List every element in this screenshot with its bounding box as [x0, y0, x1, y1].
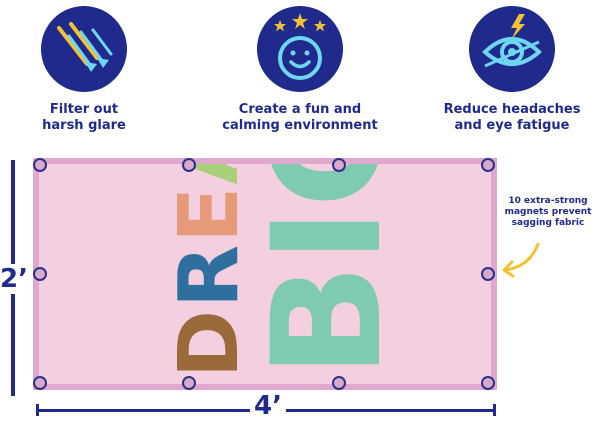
- big-text: BIG: [241, 164, 415, 378]
- banner-curtain: DREAM BIG: [33, 158, 497, 390]
- feature-eye-fatigue: Reduce headaches and eye fatigue: [422, 6, 600, 134]
- dream-letter-e: E: [162, 185, 257, 243]
- magnet: [332, 158, 346, 172]
- glare-filter-icon: [41, 6, 127, 92]
- magnet: [481, 267, 495, 281]
- eye-lightning-icon: [469, 6, 555, 92]
- smiley-stars-icon: [257, 6, 343, 92]
- height-dimension-label: 2’: [0, 264, 28, 294]
- feature-filter-glare: Filter out harsh glare: [0, 6, 174, 134]
- magnet: [481, 376, 495, 390]
- magnet: [33, 158, 47, 172]
- magnet: [481, 158, 495, 172]
- feature-caption: Filter out harsh glare: [42, 102, 126, 133]
- dream-letter-r: R: [162, 243, 257, 308]
- magnet: [33, 267, 47, 281]
- feature-calming: Create a fun and calming environment: [210, 6, 390, 134]
- dream-text: DREAM: [162, 164, 257, 378]
- callout-arrow-icon: [502, 242, 540, 278]
- magnet: [332, 376, 346, 390]
- banner-artwork: DREAM BIG: [162, 164, 415, 378]
- magnet: [182, 158, 196, 172]
- feature-caption: Reduce headaches and eye fatigue: [443, 102, 581, 133]
- magnet: [182, 376, 196, 390]
- magnet: [33, 376, 47, 390]
- feature-caption: Create a fun and calming environment: [222, 102, 378, 133]
- dream-letter-d: D: [162, 308, 257, 378]
- magnet-callout: 10 extra-strong magnets prevent sagging …: [504, 196, 592, 228]
- width-dimension-label: 4’: [250, 393, 286, 419]
